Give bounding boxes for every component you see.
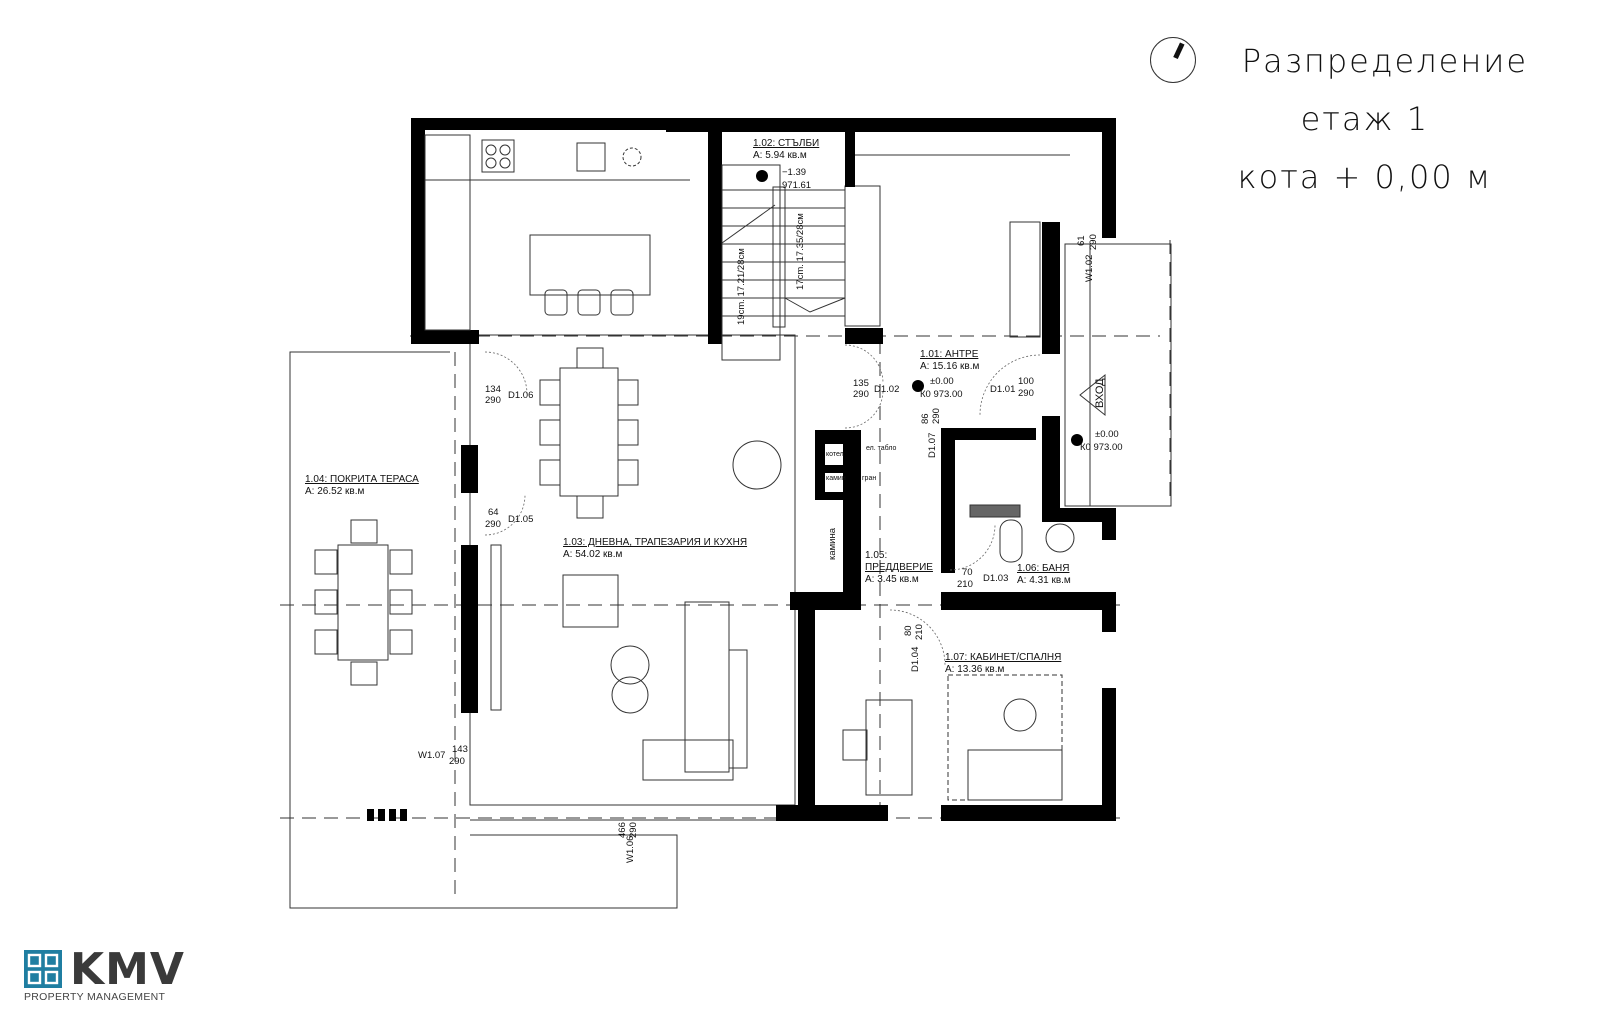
room-area-hall: A: 3.45 кв.м bbox=[865, 574, 919, 585]
door-h-d107: 290 bbox=[931, 408, 942, 424]
walls bbox=[367, 118, 1116, 821]
door-tag-d106: D1.06 bbox=[508, 390, 533, 401]
room-area-bathroom: A: 4.31 кв.м bbox=[1017, 575, 1071, 586]
door-tag-d101: D1.01 bbox=[990, 384, 1015, 395]
logo-grid-icon bbox=[24, 950, 62, 988]
bath-bedroom-furniture bbox=[842, 504, 1075, 801]
window-h-w107: 290 bbox=[449, 756, 465, 767]
door-swings bbox=[484, 344, 1041, 666]
door-tag-d104: D1.04 bbox=[910, 647, 921, 672]
plan-title: Разпределение етаж 1 кота + 0,00 м bbox=[1202, 32, 1528, 206]
door-w-d107: 86 bbox=[920, 413, 931, 424]
room-area-stairs: A: 5.94 кв.м bbox=[753, 150, 807, 161]
room-name-entrance: 1.01: АНТРЕ bbox=[920, 349, 979, 360]
dining-furniture bbox=[314, 347, 782, 781]
door-w-d102: 135 bbox=[853, 378, 869, 389]
room-area-living: A: 54.02 кв.м bbox=[563, 549, 622, 560]
kitchen-furniture bbox=[424, 134, 690, 331]
window-h-w106: 290 bbox=[628, 822, 639, 838]
door-tag-d105: D1.05 bbox=[508, 514, 533, 525]
staircase bbox=[721, 164, 846, 361]
door-h-d102: 290 bbox=[853, 389, 869, 400]
north-arrow-icon bbox=[1150, 37, 1196, 83]
window-w-w107: 143 bbox=[452, 744, 468, 755]
level-outside-abs: К0 973.00 bbox=[1080, 442, 1123, 453]
level-outside: ±0.00 bbox=[1095, 429, 1119, 440]
entrance-arrow-icon bbox=[1079, 373, 1106, 417]
door-w-d104: 80 bbox=[903, 625, 914, 636]
room-area-terrace: A: 26.52 кв.м bbox=[305, 486, 364, 497]
door-h-d104: 210 bbox=[914, 624, 925, 640]
room-area-entrance: A: 15.16 кв.м bbox=[920, 361, 979, 372]
room-name-stairs: 1.02: СТЪЛБИ bbox=[753, 138, 819, 149]
door-tag-d103: D1.03 bbox=[983, 573, 1008, 584]
fireplace-label: камина bbox=[827, 527, 838, 560]
window-tag-w106: W1.06 bbox=[625, 836, 636, 863]
stair-flight-2-label: 17cm. 17.35/28см bbox=[795, 213, 806, 290]
room-name-bathroom: 1.06: БАНЯ bbox=[1017, 563, 1069, 574]
level-markers: −1.39 971.61 ±0.00 К0 973.00 ±0.00 К0 97… bbox=[756, 167, 1123, 453]
storage-label: гран bbox=[862, 475, 876, 482]
door-tag-d107: D1.07 bbox=[927, 433, 938, 458]
chimney-label: камин bbox=[826, 475, 846, 482]
axis-lines bbox=[280, 240, 1171, 900]
level-entrance-abs: К0 973.00 bbox=[920, 389, 963, 400]
door-h-d106: 290 bbox=[485, 395, 501, 406]
title-line-1: Разпределение bbox=[1241, 42, 1528, 80]
door-w-d105: 64 bbox=[488, 507, 499, 518]
door-h-d105: 290 bbox=[485, 519, 501, 530]
panel-label: ел. табло bbox=[866, 444, 897, 452]
door-h-d103: 210 bbox=[957, 579, 973, 590]
room-name-hall-number: 1.05: bbox=[865, 550, 887, 561]
level-entrance: ±0.00 bbox=[930, 376, 954, 387]
door-h-d101: 290 bbox=[1018, 388, 1034, 399]
logo-subtitle: PROPERTY MANAGEMENT bbox=[24, 991, 166, 1003]
boiler-label: котел bbox=[826, 451, 844, 458]
door-w-d106: 134 bbox=[485, 384, 501, 395]
stair-flight-1-label: 19cm. 17.21/28см bbox=[736, 248, 747, 325]
window-tag-w107: W1.07 bbox=[418, 750, 445, 761]
room-name-bedroom: 1.07: КАБИНЕТ/СПАЛНЯ bbox=[945, 652, 1061, 663]
terrace-outline bbox=[289, 243, 1172, 909]
door-w-d103: 70 bbox=[962, 567, 973, 578]
window-w-w106: 466 bbox=[617, 822, 628, 838]
level-stairs: −1.39 bbox=[782, 167, 806, 178]
room-name-terrace: 1.04: ПОКРИТА ТЕРАСА bbox=[305, 474, 419, 485]
logo-name: KMV bbox=[70, 944, 185, 995]
title-line-3: кота + 0,00 м bbox=[1237, 158, 1493, 196]
entrance-label: ВХОД bbox=[1094, 378, 1106, 408]
door-w-d101: 100 bbox=[1018, 376, 1034, 387]
room-area-bedroom: A: 13.36 кв.м bbox=[945, 664, 1004, 675]
level-stairs-abs: 971.61 bbox=[782, 180, 811, 191]
opening-tags: D1.01 100 290 D1.02 135 290 D1.03 70 210… bbox=[418, 234, 1099, 863]
room-name-hall: ПРЕДДВЕРИЕ bbox=[865, 562, 933, 573]
room-labels: 1.01: АНТРЕ A: 15.16 кв.м 1.02: СТЪЛБИ A… bbox=[305, 138, 1071, 675]
misc-labels: 19cm. 17.21/28см 17cm. 17.35/28см ВХОД к… bbox=[736, 213, 1106, 560]
window-tag-w102: W1.02 bbox=[1084, 255, 1095, 282]
window-w-w102: 61 bbox=[1076, 235, 1087, 246]
room-name-living: 1.03: ДНЕВНА, ТРАПЕЗАРИЯ И КУХНЯ bbox=[563, 537, 747, 548]
door-tag-d102: D1.02 bbox=[874, 384, 899, 395]
title-line-2: етаж 1 bbox=[1300, 100, 1430, 138]
window-h-w102: 290 bbox=[1088, 234, 1099, 250]
